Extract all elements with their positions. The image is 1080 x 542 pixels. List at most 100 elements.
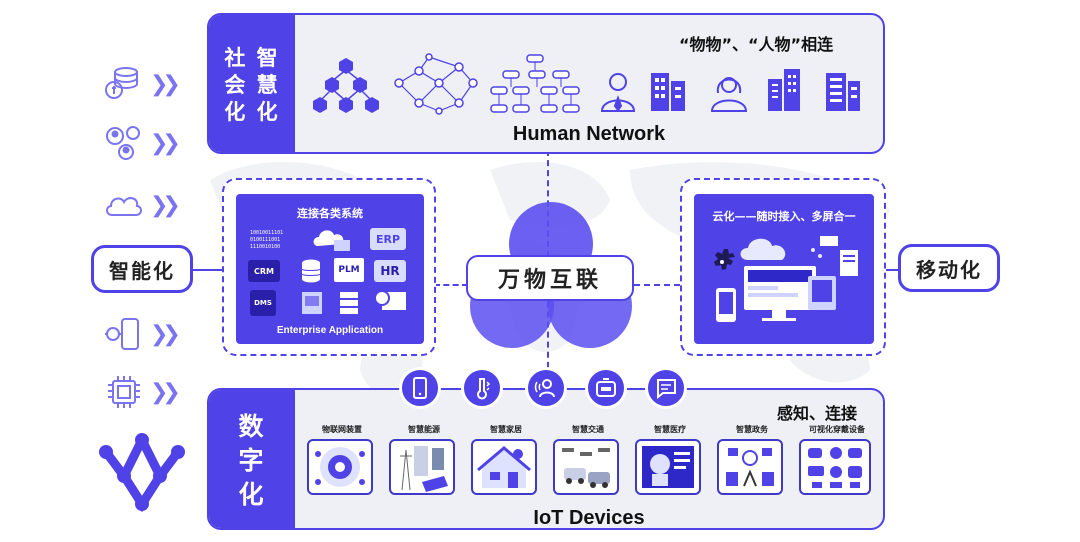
server-icon: [340, 292, 358, 314]
device-item-6: 智慧政务: [717, 424, 787, 495]
internet-of-everything-pill: 万物互联: [466, 255, 634, 301]
office-building-icon: [651, 73, 685, 111]
human-network-label: Human Network: [512, 123, 666, 145]
svg-text:0100111001: 0100111001: [250, 237, 280, 243]
multi-device-cloud-illustration: [714, 236, 858, 322]
signal-person-icon: [534, 379, 555, 398]
thermometer-icon: [477, 378, 491, 400]
device-label: 智慧政务: [736, 425, 768, 434]
chevron-right-icon: ❯❯: [150, 71, 181, 97]
device-card: [635, 439, 701, 495]
device-card: [471, 439, 537, 495]
device-label: 智慧能源: [408, 425, 440, 434]
device-label: 智慧交通: [572, 425, 604, 434]
people-network-icon: [106, 126, 140, 160]
device-item-2: 智慧能源: [389, 424, 459, 495]
iot-device-illustration: [315, 447, 365, 487]
thermometer-connector: [461, 367, 503, 409]
router-icon: [596, 378, 616, 397]
chat-connector: [645, 367, 687, 409]
device-card: [799, 439, 871, 495]
smart-society-line-1: 社 智: [224, 46, 280, 70]
cloud-card: 云化——随时接入、多屏合一: [694, 194, 874, 344]
smart-medical-illustration: [642, 446, 694, 488]
device-label: 智慧家居: [490, 425, 522, 434]
svg-text:10010011101: 10010011101: [250, 230, 283, 236]
skyscraper-icon: [768, 69, 800, 111]
left-icon-column: ❯❯ ❯❯ ❯❯ ❯❯ ❯❯: [104, 66, 194, 426]
dms-tile: DMS: [250, 290, 276, 316]
chevron-right-icon: ❯❯: [150, 379, 181, 405]
smartphone-connector: [399, 367, 441, 409]
left-row-4: ❯❯: [104, 316, 181, 352]
plm-label: PLM: [338, 265, 360, 275]
smart-society-line-2: 会 慧: [224, 73, 280, 97]
settings-screen-icon: [374, 290, 406, 310]
iot-devices-band: 数 字 化 感知、连接 物联网装置 智慧能源 智慧家居: [207, 388, 885, 530]
plm-tile: PLM: [334, 258, 364, 282]
apartment-building-icon: [826, 73, 860, 111]
chevron-right-icon: ❯❯: [150, 321, 181, 347]
dms-label: DMS: [254, 299, 272, 307]
businessman-icon: [600, 73, 636, 112]
brand-logo: [99, 433, 185, 512]
crm-tile: CRM: [248, 260, 280, 282]
human-network-band: 社 智 会 慧 化 化 “物物”、“人物”相连 Human Network: [207, 13, 885, 154]
iot-devices-label: IoT Devices: [533, 507, 645, 529]
coin-stack-icon: [105, 67, 138, 99]
hr-tile: HR: [374, 260, 406, 282]
sense-connect-text: 感知、连接: [777, 404, 858, 423]
far-left-connector: [192, 269, 230, 271]
businesswoman-icon: [710, 77, 748, 112]
cloud-sync-icon: [313, 230, 350, 251]
right-dashed-connector: [634, 284, 680, 286]
document-icon: [302, 292, 322, 314]
crm-label: CRM: [254, 266, 274, 276]
hr-label: HR: [380, 264, 400, 278]
device-card: [553, 439, 619, 495]
smart-traffic-illustration: [562, 448, 610, 488]
wearable-devices-illustration: [808, 447, 862, 488]
smart-society-label: 社 智 会 慧 化 化: [209, 15, 295, 152]
intelligentization-pill: 智能化: [91, 245, 193, 293]
smart-energy-illustration: [400, 446, 448, 492]
device-label: 可视化穿戴设备: [809, 425, 865, 434]
digitalization-line-1: 数: [238, 412, 266, 441]
far-right-connector: [884, 269, 900, 271]
database-icon: [301, 259, 321, 283]
device-item-4: 智慧交通: [553, 424, 623, 495]
device-label: 智慧医疗: [654, 425, 686, 434]
device-card: [717, 439, 783, 495]
device-item-3: 智慧家居: [471, 424, 541, 495]
cloud-icon: [106, 197, 142, 216]
hierarchy-tree-icon: [490, 54, 580, 113]
svg-text:1110010100: 1110010100: [250, 244, 280, 250]
erp-label: ERP: [375, 232, 401, 246]
chevron-right-icon: ❯❯: [150, 130, 181, 156]
chevron-right-icon: ❯❯: [150, 192, 181, 218]
mobilization-pill: 移动化: [898, 244, 1000, 292]
tree-network-icon: [313, 58, 379, 113]
cloud-title: 云化——随时接入、多屏合一: [712, 210, 856, 223]
router-connector: [585, 367, 627, 409]
left-row-3: ❯❯: [104, 190, 181, 220]
connect-text: “物物”、“人物”相连: [679, 35, 834, 54]
enterprise-title: 连接各类系统: [297, 207, 363, 220]
left-dashed-connector: [434, 284, 468, 286]
device-card: [389, 439, 455, 495]
graph-network-icon: [394, 53, 478, 115]
device-label: 物联网装置: [322, 425, 362, 434]
device-item-5: 智慧医疗: [635, 424, 705, 495]
cloud-panel: 云化——随时接入、多屏合一: [680, 178, 886, 356]
device-item-1: 物联网装置: [307, 424, 377, 495]
smart-home-illustration: [477, 446, 531, 488]
left-row-5: ❯❯: [104, 374, 181, 410]
smartwatch-icon: [105, 318, 139, 350]
smart-society-line-3: 化 化: [224, 100, 280, 124]
right-pill-label: 移动化: [916, 257, 982, 282]
left-row-2: ❯❯: [104, 124, 181, 162]
left-row-1: ❯❯: [104, 66, 181, 102]
